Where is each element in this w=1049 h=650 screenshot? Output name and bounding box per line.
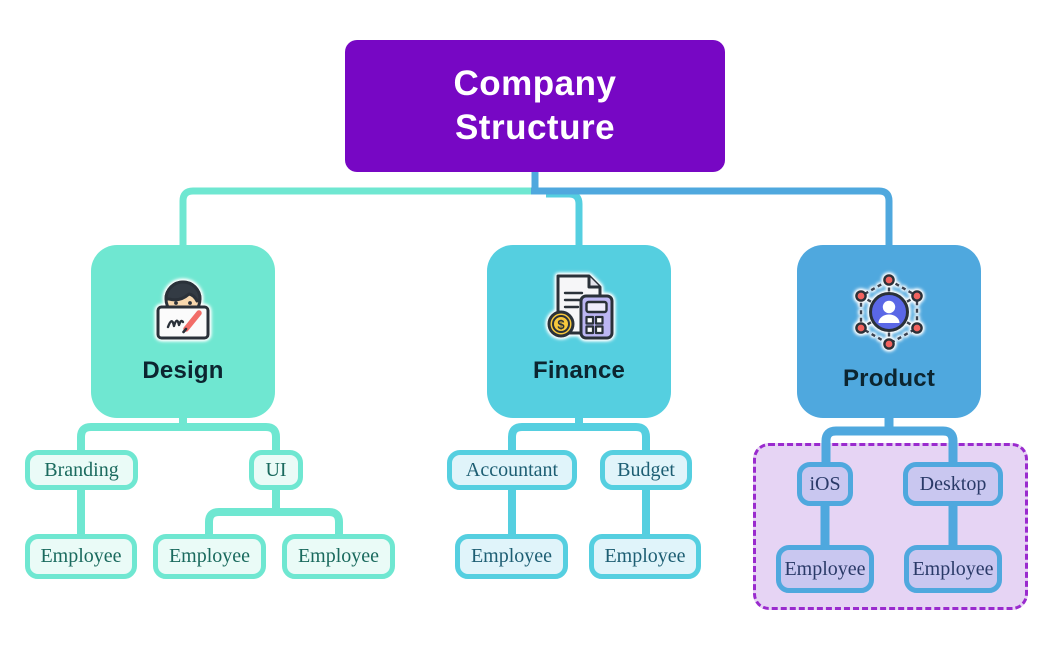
- branch-design: Design: [91, 245, 275, 418]
- root-node-company-structure: Company Structure: [345, 40, 725, 172]
- designer-at-work-icon: [142, 271, 224, 343]
- node-accountant: Accountant: [447, 450, 577, 490]
- node-ios: iOS: [797, 462, 853, 506]
- root-title-line1: Company: [453, 63, 617, 103]
- node-employee: Employee: [904, 545, 1002, 593]
- branch-product: Product: [797, 245, 981, 418]
- svg-text:$: $: [557, 317, 565, 332]
- node-desktop: Desktop: [903, 462, 1003, 506]
- node-employee: Employee: [25, 534, 137, 579]
- branch-label: Finance: [532, 357, 626, 384]
- node-budget: Budget: [600, 450, 692, 490]
- invoice-calculator-icon: $: [538, 271, 620, 343]
- node-employee: Employee: [153, 534, 266, 579]
- branch-label: Design: [142, 357, 224, 384]
- root-title-line2: Structure: [454, 108, 616, 147]
- branch-label: Product: [842, 365, 936, 392]
- team-network-icon: [848, 271, 930, 351]
- node-employee: Employee: [455, 534, 568, 579]
- branch-finance: $ Finance: [487, 245, 671, 418]
- node-ui: UI: [249, 450, 303, 490]
- node-branding: Branding: [25, 450, 138, 490]
- node-employee: Employee: [776, 545, 874, 593]
- node-employee: Employee: [589, 534, 701, 579]
- node-employee: Employee: [282, 534, 395, 579]
